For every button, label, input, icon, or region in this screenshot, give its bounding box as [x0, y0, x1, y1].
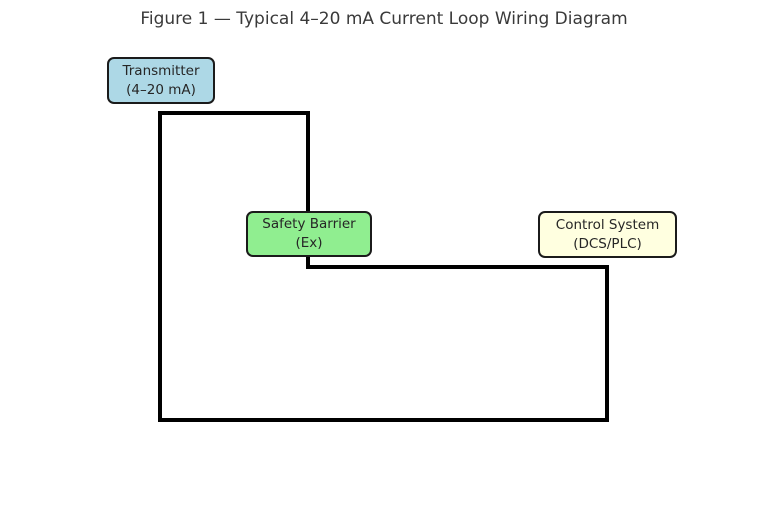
safety-barrier-label-line1: Safety Barrier	[262, 216, 356, 232]
wire-transmitter-to-barrier-vertical	[306, 111, 310, 215]
wire-barrier-bottom-stub	[306, 253, 310, 269]
wire-left-vertical	[158, 111, 162, 422]
safety-barrier-node: Safety Barrier (Ex)	[246, 211, 372, 257]
wire-right-vertical	[605, 265, 609, 422]
wire-bottom-horizontal	[158, 418, 609, 422]
safety-barrier-label-line2: (Ex)	[295, 235, 323, 251]
transmitter-label-line2: (4–20 mA)	[126, 81, 196, 98]
control-system-label-line1: Control System	[555, 216, 660, 233]
transmitter-node: Transmitter (4–20 mA)	[107, 57, 215, 104]
transmitter-label-line1: Transmitter	[122, 62, 200, 79]
figure-title: Figure 1 — Typical 4–20 mA Current Loop …	[140, 9, 628, 29]
control-system-node: Control System (DCS/PLC)	[538, 211, 677, 258]
wire-mid-horizontal	[306, 265, 609, 269]
wire-top-horizontal	[158, 111, 310, 115]
control-system-label-line2: (DCS/PLC)	[573, 235, 642, 252]
